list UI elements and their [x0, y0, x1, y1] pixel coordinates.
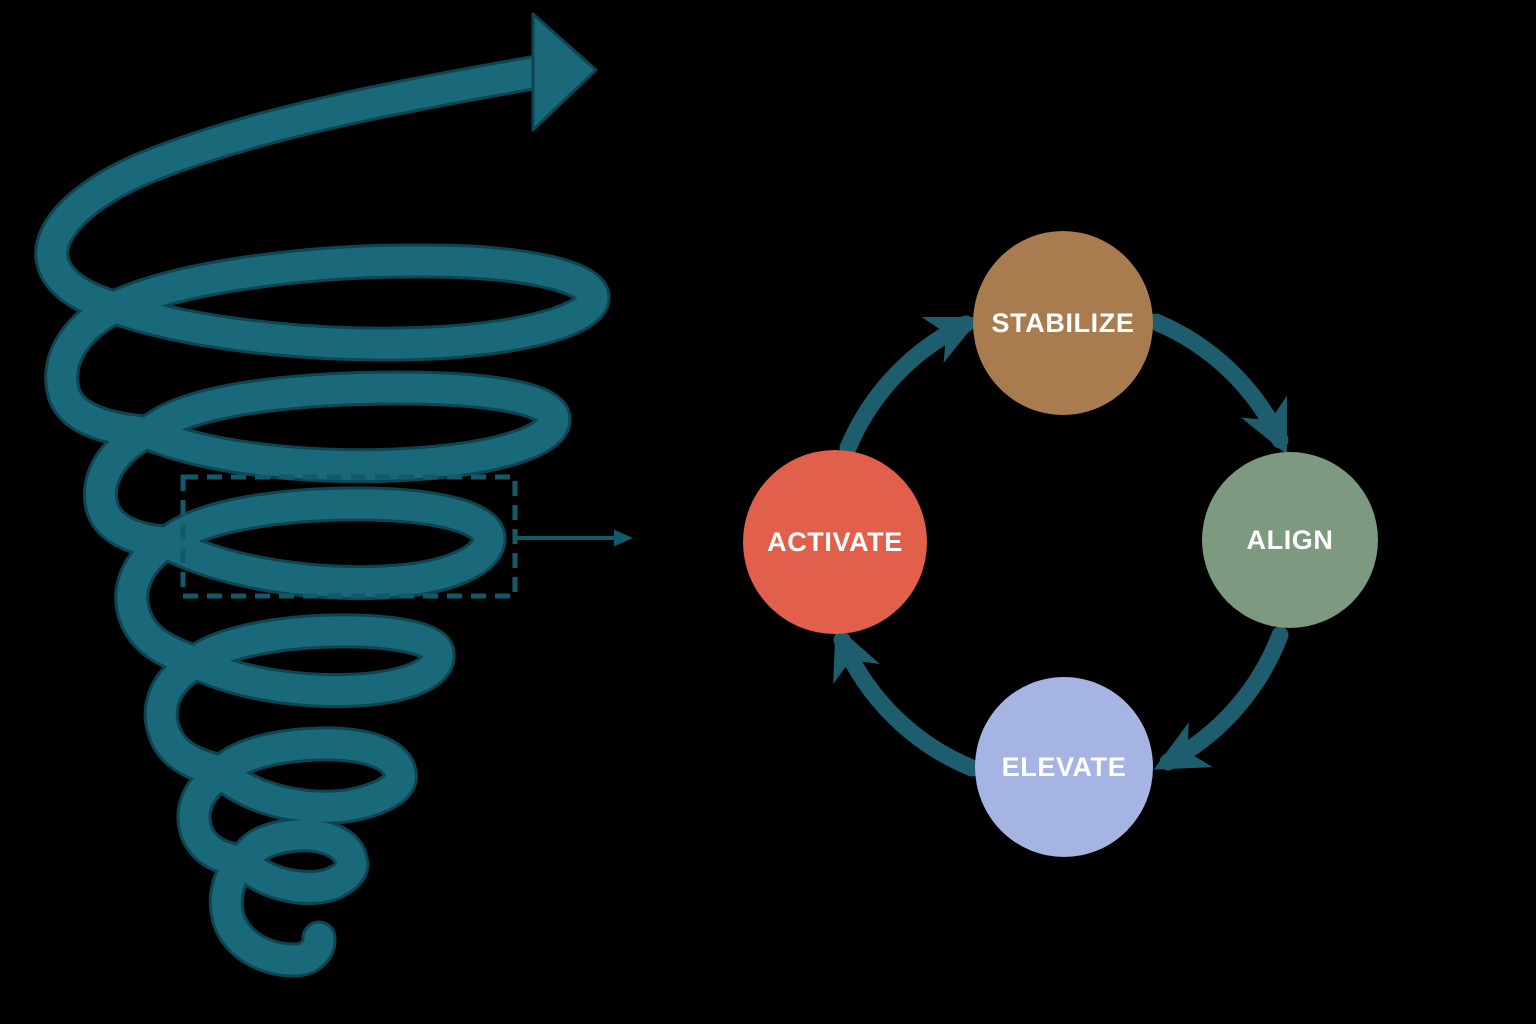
cycle-arrows [833, 313, 1289, 777]
cycle-node-elevate: ELEVATE [975, 677, 1153, 857]
cycle-node-activate-label: ACTIVATE [767, 526, 903, 557]
highlight-dashed-box [180, 474, 518, 599]
spiral-arrow-graphic [34, 12, 611, 978]
spiral-path [37, 57, 608, 975]
spiral-arrowhead-icon [531, 12, 598, 132]
cycle-arrow-elevate-to-activate [833, 625, 981, 777]
cycle-node-elevate-label: ELEVATE [1001, 751, 1127, 782]
cycle-arrow-stabilize-to-align [1147, 313, 1289, 455]
cycle-node-activate: ACTIVATE [743, 450, 927, 634]
cycle-node-align: ALIGN [1202, 452, 1378, 628]
cycle-node-stabilize: STABILIZE [973, 231, 1153, 415]
cycle-arrow-activate-to-stabilize [839, 315, 981, 457]
cycle-arrow-align-to-elevate [1153, 626, 1289, 771]
cycle-node-stabilize-label: STABILIZE [991, 307, 1135, 338]
cycle-node-align-label: ALIGN [1246, 524, 1334, 555]
